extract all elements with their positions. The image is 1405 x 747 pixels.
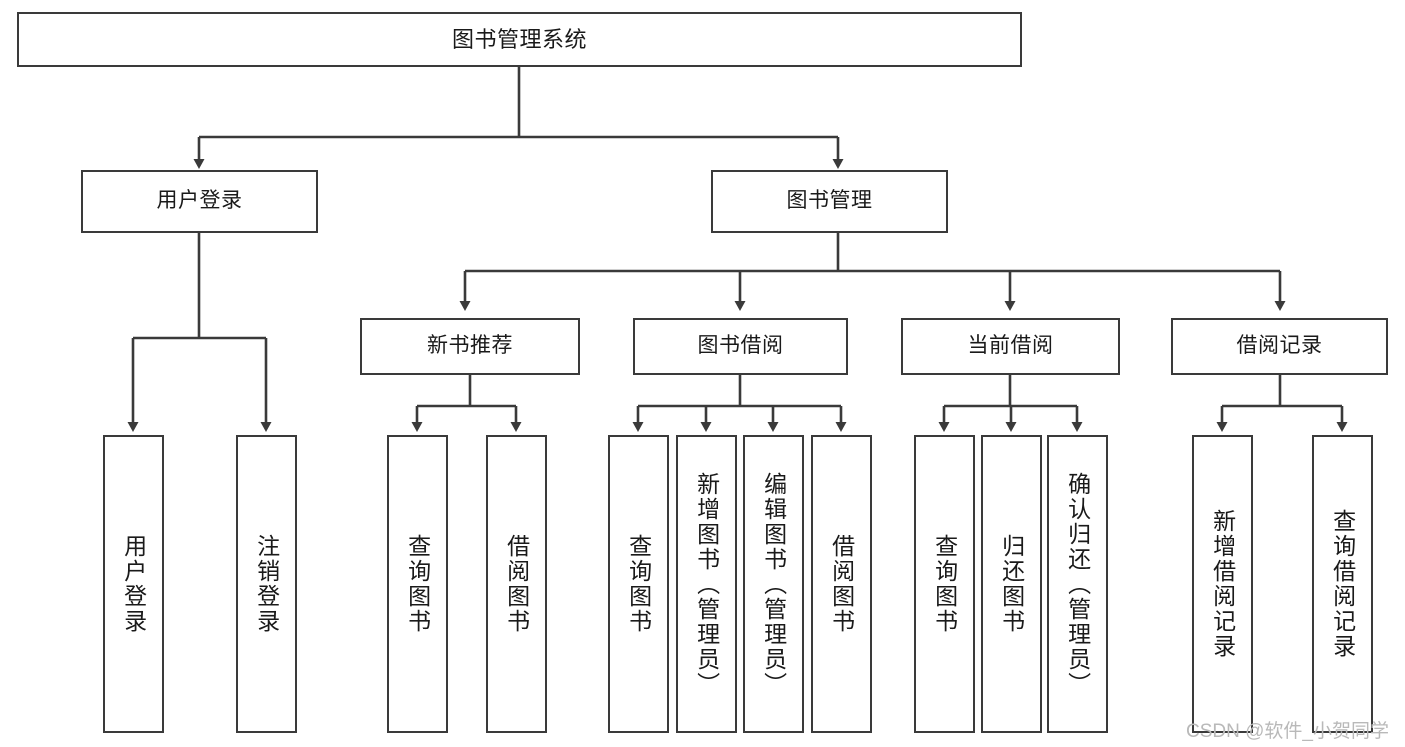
node-new-book-recommend[interactable]: 新书推荐 [360, 318, 580, 375]
leaf-edit-book-admin[interactable]: 编辑图书（管理员） [743, 435, 804, 733]
node-root-system[interactable]: 图书管理系统 [17, 12, 1022, 67]
node-label: 注销登录 [253, 534, 280, 634]
node-book-borrow[interactable]: 图书借阅 [633, 318, 848, 375]
node-label: 图书借阅 [697, 334, 784, 358]
leaf-borrow-book-recommend[interactable]: 借阅图书 [486, 435, 547, 733]
leaf-logout[interactable]: 注销登录 [236, 435, 297, 733]
node-label: 归还图书 [998, 534, 1025, 634]
leaf-add-borrow-record[interactable]: 新增借阅记录 [1192, 435, 1253, 733]
node-label: 图书管理 [786, 189, 873, 213]
leaf-user-login[interactable]: 用户登录 [103, 435, 164, 733]
node-label: 用户登录 [120, 534, 147, 634]
node-label: 查询借阅记录 [1329, 509, 1356, 659]
node-label: 新增图书（管理员） [693, 471, 720, 697]
node-book-management[interactable]: 图书管理 [711, 170, 948, 233]
node-label: 新书推荐 [427, 334, 513, 358]
leaf-borrow-book[interactable]: 借阅图书 [811, 435, 872, 733]
node-label: 查询图书 [625, 534, 652, 634]
node-label: 用户登录 [156, 189, 243, 213]
leaf-query-book-recommend[interactable]: 查询图书 [387, 435, 448, 733]
node-borrow-records[interactable]: 借阅记录 [1171, 318, 1388, 375]
node-label: 借阅图书 [828, 534, 855, 634]
leaf-query-book-borrow[interactable]: 查询图书 [608, 435, 669, 733]
node-label: 借阅记录 [1236, 334, 1323, 358]
node-current-borrow[interactable]: 当前借阅 [901, 318, 1120, 375]
csdn-watermark: CSDN @软件_小贺同学 [1186, 721, 1389, 742]
leaf-query-book-current[interactable]: 查询图书 [914, 435, 975, 733]
node-user-login[interactable]: 用户登录 [81, 170, 318, 233]
node-label: 借阅图书 [503, 534, 530, 634]
node-label: 查询图书 [931, 534, 958, 634]
leaf-confirm-return-admin[interactable]: 确认归还（管理员） [1047, 435, 1108, 733]
leaf-query-borrow-record[interactable]: 查询借阅记录 [1312, 435, 1373, 733]
leaf-return-book[interactable]: 归还图书 [981, 435, 1042, 733]
node-label: 当前借阅 [967, 334, 1054, 358]
node-label: 确认归还（管理员） [1064, 471, 1091, 697]
node-label: 编辑图书（管理员） [760, 471, 787, 697]
node-label: 新增借阅记录 [1209, 509, 1236, 659]
leaf-add-book-admin[interactable]: 新增图书（管理员） [676, 435, 737, 733]
node-label: 查询图书 [404, 534, 431, 634]
node-label: 图书管理系统 [451, 26, 587, 52]
